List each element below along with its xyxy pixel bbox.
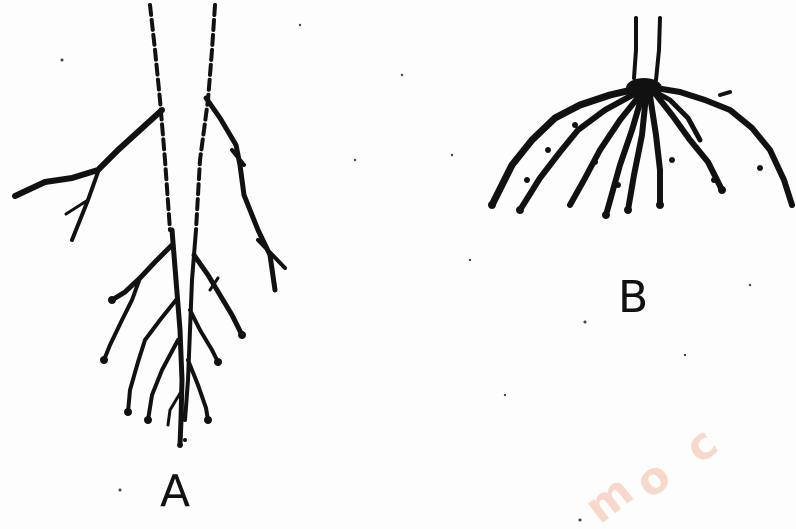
root-tip bbox=[124, 408, 132, 416]
root-tip bbox=[204, 416, 212, 424]
fibrous-root bbox=[720, 92, 730, 95]
root-tip bbox=[238, 331, 246, 339]
root-tip bbox=[100, 356, 108, 364]
root-hair bbox=[669, 157, 675, 163]
lateral-root-upper-right bbox=[206, 98, 275, 290]
root-hair bbox=[572, 122, 578, 128]
lateral-root-lower-left bbox=[112, 245, 172, 300]
fibrous-root bbox=[650, 96, 660, 205]
lateral-rootlet bbox=[104, 278, 140, 360]
root-hair bbox=[615, 182, 621, 188]
label-a: A bbox=[160, 470, 190, 514]
root-hair bbox=[524, 177, 530, 183]
root-tip bbox=[602, 211, 610, 219]
root-hair bbox=[757, 165, 763, 171]
root-tip bbox=[108, 296, 116, 304]
root-tip bbox=[516, 206, 524, 214]
watermark-logo: m o c bbox=[575, 417, 727, 529]
lateral-rootlet bbox=[190, 310, 218, 362]
root-tip bbox=[718, 186, 726, 194]
lateral-root-lower-right bbox=[194, 255, 242, 335]
svg-text:c: c bbox=[675, 417, 727, 473]
lateral-rootlet bbox=[148, 340, 178, 420]
root-tip bbox=[789, 202, 795, 208]
root-tip bbox=[144, 416, 152, 424]
stem-a-right-edge bbox=[196, 5, 215, 230]
root-tip bbox=[488, 201, 496, 209]
root-tip bbox=[624, 206, 632, 214]
root-tip bbox=[183, 438, 187, 442]
main-taproot bbox=[172, 230, 182, 445]
stem-b-right-edge bbox=[656, 18, 660, 80]
root-hair bbox=[592, 159, 598, 165]
lateral-rootlet bbox=[188, 360, 208, 420]
fibrous-root-system-b bbox=[488, 18, 795, 219]
stem-b-left-edge bbox=[634, 18, 636, 78]
lateral-root-upper-left bbox=[15, 110, 162, 196]
fibrous-root bbox=[654, 92, 722, 190]
root-hair bbox=[711, 177, 717, 183]
root-tip bbox=[177, 442, 183, 448]
root-tip bbox=[656, 201, 664, 209]
taproot-system-a bbox=[15, 5, 285, 448]
root-hair bbox=[545, 147, 551, 153]
label-b: B bbox=[618, 276, 648, 320]
root-tip bbox=[214, 358, 222, 366]
